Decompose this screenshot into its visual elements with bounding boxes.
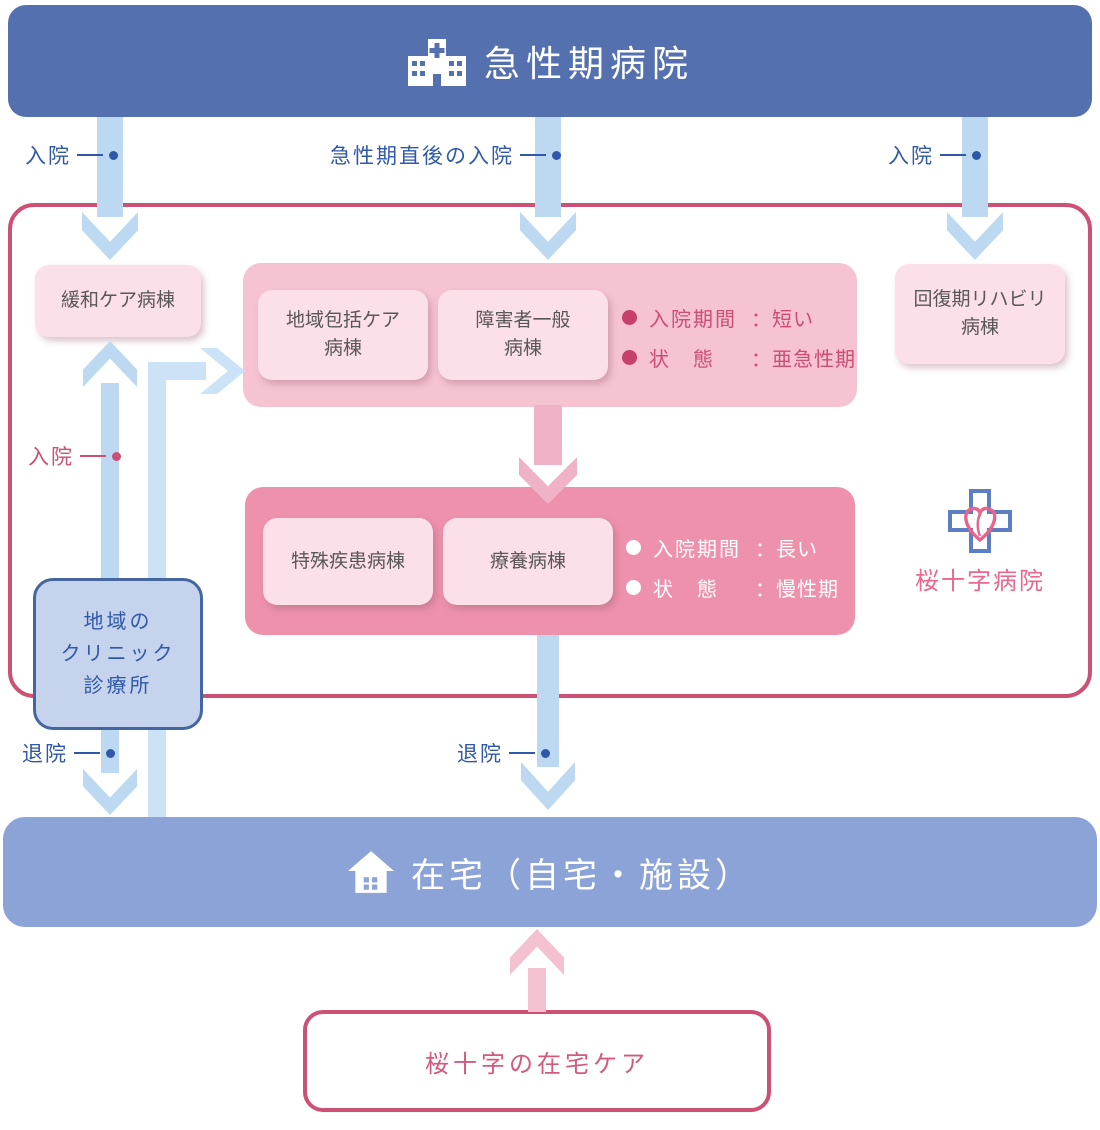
- cross-heart-icon: [944, 485, 1016, 557]
- arrow-home-to-subacute-arm: [148, 362, 206, 380]
- label-admission-from-home: 入院: [28, 441, 121, 471]
- label-discharge-left: 退院: [22, 738, 115, 768]
- chronic-metrics: 入院期間 ：長い 状 態 ：慢性期: [626, 533, 839, 602]
- label-admission-right: 入院: [888, 140, 981, 170]
- label-discharge-middle-text: 退院: [457, 743, 503, 766]
- label-admission-middle-text: 急性期直後の入院: [330, 145, 514, 168]
- care-ward-box: 療養病棟: [443, 518, 613, 605]
- metric-value: ：短い: [751, 309, 814, 331]
- leader-dot: [106, 748, 115, 758]
- special-disease-ward-box: 特殊疾患病棟: [263, 518, 433, 605]
- home-banner-title: 在宅（自宅・施設）: [411, 856, 753, 895]
- recovery-rehab-ward-line1: 回復期リハビリ: [913, 289, 1047, 311]
- metric-row: 入院期間 ：短い: [622, 303, 856, 332]
- label-admission-middle: 急性期直後の入院: [330, 140, 561, 170]
- metric-label: 状 態: [653, 579, 719, 601]
- acute-hospital-banner: 急性期病院: [8, 5, 1092, 117]
- label-admission-from-home-text: 入院: [28, 446, 74, 469]
- leader-line: [520, 153, 546, 157]
- community-care-ward-line1: 地域包括ケア: [285, 310, 400, 332]
- leader-line: [80, 454, 106, 458]
- metric-value: ：亜急性期: [751, 349, 856, 371]
- sakura-home-care-label: 桜十字の在宅ケア: [425, 1050, 649, 1078]
- disabled-general-ward-box: 障害者一般 病棟: [438, 290, 608, 380]
- palliative-care-ward-label: 緩和ケア病棟: [60, 290, 175, 312]
- palliative-care-ward-box: 緩和ケア病棟: [35, 265, 201, 337]
- leader-dot: [109, 150, 118, 160]
- special-disease-ward-label: 特殊疾患病棟: [290, 550, 405, 572]
- label-discharge-left-text: 退院: [22, 743, 68, 766]
- bullet-icon: [622, 310, 637, 325]
- metric-label: 入院期間: [653, 539, 741, 561]
- sakura-home-care-box: 桜十字の在宅ケア: [303, 1010, 771, 1112]
- leader-line: [940, 153, 966, 157]
- leader-dot: [541, 748, 550, 758]
- disabled-general-ward-line1: 障害者一般: [475, 310, 571, 332]
- leader-line: [77, 153, 103, 157]
- community-care-ward-line2: 病棟: [323, 338, 362, 359]
- house-icon: [347, 850, 395, 894]
- label-admission-right-text: 入院: [888, 145, 934, 168]
- sakura-hospital-logo: 桜十字病院: [900, 485, 1060, 596]
- acute-hospital-title: 急性期病院: [483, 43, 694, 84]
- metric-row: 入院期間 ：長い: [626, 533, 839, 562]
- metric-label: 状 態: [649, 349, 715, 371]
- label-admission-left: 入院: [25, 140, 118, 170]
- arrow-discharge-to-home-head: [83, 769, 137, 815]
- home-banner: 在宅（自宅・施設）: [3, 817, 1097, 927]
- disabled-general-ward-line2: 病棟: [503, 338, 542, 359]
- metric-row: 状 態 ：亜急性期: [622, 343, 856, 372]
- arrow-admission-left: [97, 117, 123, 217]
- community-care-ward-box: 地域包括ケア 病棟: [258, 290, 428, 380]
- recovery-rehab-ward-line2: 病棟: [960, 317, 999, 338]
- metric-label: 入院期間: [649, 309, 737, 331]
- bullet-icon: [626, 540, 641, 555]
- care-ward-label: 療養病棟: [489, 550, 566, 572]
- sakura-hospital-logo-name: 桜十字病院: [915, 568, 1045, 595]
- label-discharge-middle: 退院: [457, 738, 550, 768]
- arrow-discharge-middle-head: [521, 762, 575, 810]
- arrow-admission-middle: [535, 117, 561, 217]
- leader-line: [74, 751, 100, 755]
- metric-value: ：長い: [755, 539, 818, 561]
- arrow-discharge-middle-shaft: [537, 635, 559, 767]
- recovery-rehab-ward-box: 回復期リハビリ 病棟: [895, 264, 1065, 364]
- bullet-icon: [626, 580, 641, 595]
- local-clinic-box: 地域の クリニック 診療所: [33, 578, 203, 730]
- arrow-homecare-to-home-shaft: [528, 968, 546, 1012]
- leader-dot: [972, 150, 981, 160]
- local-clinic-line3: 診療所: [83, 675, 153, 697]
- metric-row: 状 態 ：慢性期: [626, 573, 839, 602]
- metric-value: ：慢性期: [755, 579, 839, 601]
- leader-dot: [112, 451, 121, 461]
- local-clinic-line2: クリニック: [60, 643, 176, 665]
- arrow-subacute-to-chronic-shaft: [534, 405, 562, 465]
- leader-line: [509, 751, 535, 755]
- local-clinic-line1: 地域の: [83, 611, 153, 633]
- hospital-building-icon: [406, 34, 468, 88]
- arrow-admission-right: [962, 117, 988, 217]
- bullet-icon: [622, 350, 637, 365]
- leader-dot: [552, 150, 561, 160]
- label-admission-left-text: 入院: [25, 145, 71, 168]
- subacute-metrics: 入院期間 ：短い 状 態 ：亜急性期: [622, 303, 856, 372]
